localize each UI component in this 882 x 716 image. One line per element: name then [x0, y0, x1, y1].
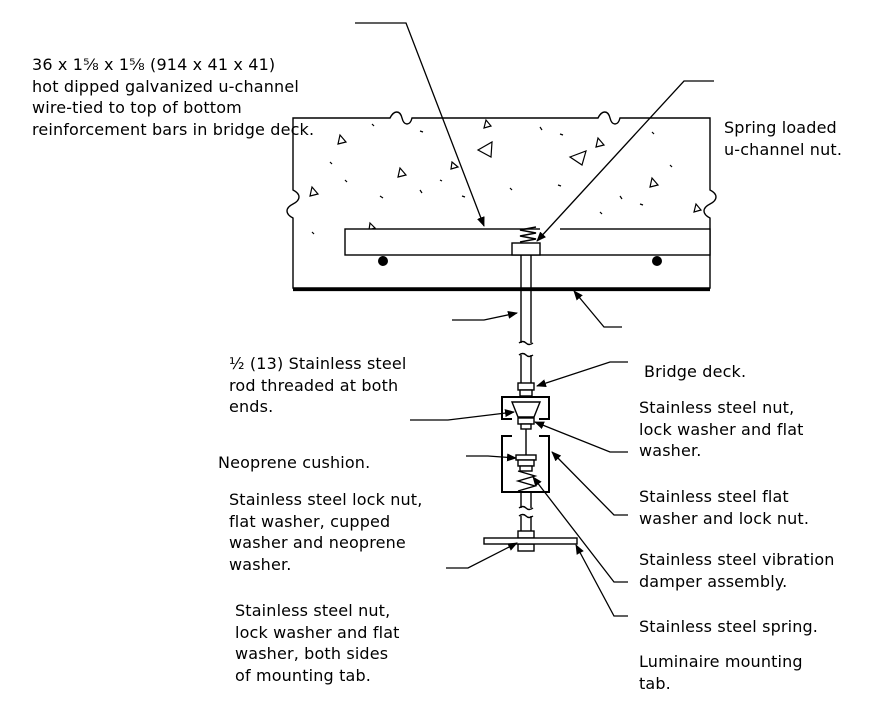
- leader-tab: [575, 544, 628, 617]
- concrete-aggregate-marks: [309, 118, 703, 235]
- neoprene-cushion: [510, 401, 542, 418]
- label-neoprene-cushion: Neoprene cushion.: [218, 453, 371, 472]
- spring-loaded-nut: [511, 226, 541, 256]
- label-spring: Stainless steel spring.: [639, 617, 819, 636]
- threaded-rod: [517, 255, 535, 397]
- damper-housing: [501, 396, 550, 493]
- leader-neoprene: [410, 409, 515, 421]
- leader-bridge-deck: [573, 290, 622, 328]
- leader-channel: [355, 22, 485, 227]
- leader-bottom-nut: [446, 542, 518, 569]
- rebar-left: [378, 256, 388, 266]
- leader-lock-nut: [466, 453, 517, 462]
- label-bridge-deck: Bridge deck.: [644, 362, 747, 381]
- leader-spring: [532, 476, 628, 583]
- label-u-channel: 36 x 1⅝ x 1⅝ (914 x 41 x 41)hot dipped g…: [32, 55, 315, 139]
- leader-spring-nut: [536, 80, 714, 242]
- vibration-damper-detail-drawing: [286, 22, 717, 617]
- leader-rod: [452, 310, 518, 321]
- damper-spring: [515, 470, 538, 492]
- mounting-tab: [483, 537, 578, 545]
- bridge-deck-section: [286, 111, 717, 292]
- leader-flat-washer: [534, 421, 628, 453]
- label-lock-nut: Stainless steel lock nut,flat washer, cu…: [229, 490, 423, 574]
- label-bottom-nut: Stainless steel nut,lock washer and flat…: [235, 601, 400, 685]
- label-top-nut: Stainless steel nut,lock washer and flat…: [639, 398, 804, 460]
- leader-damper: [551, 451, 628, 516]
- rebar-right: [652, 256, 662, 266]
- leader-top-nut: [536, 361, 628, 387]
- lower-rod: [517, 492, 535, 552]
